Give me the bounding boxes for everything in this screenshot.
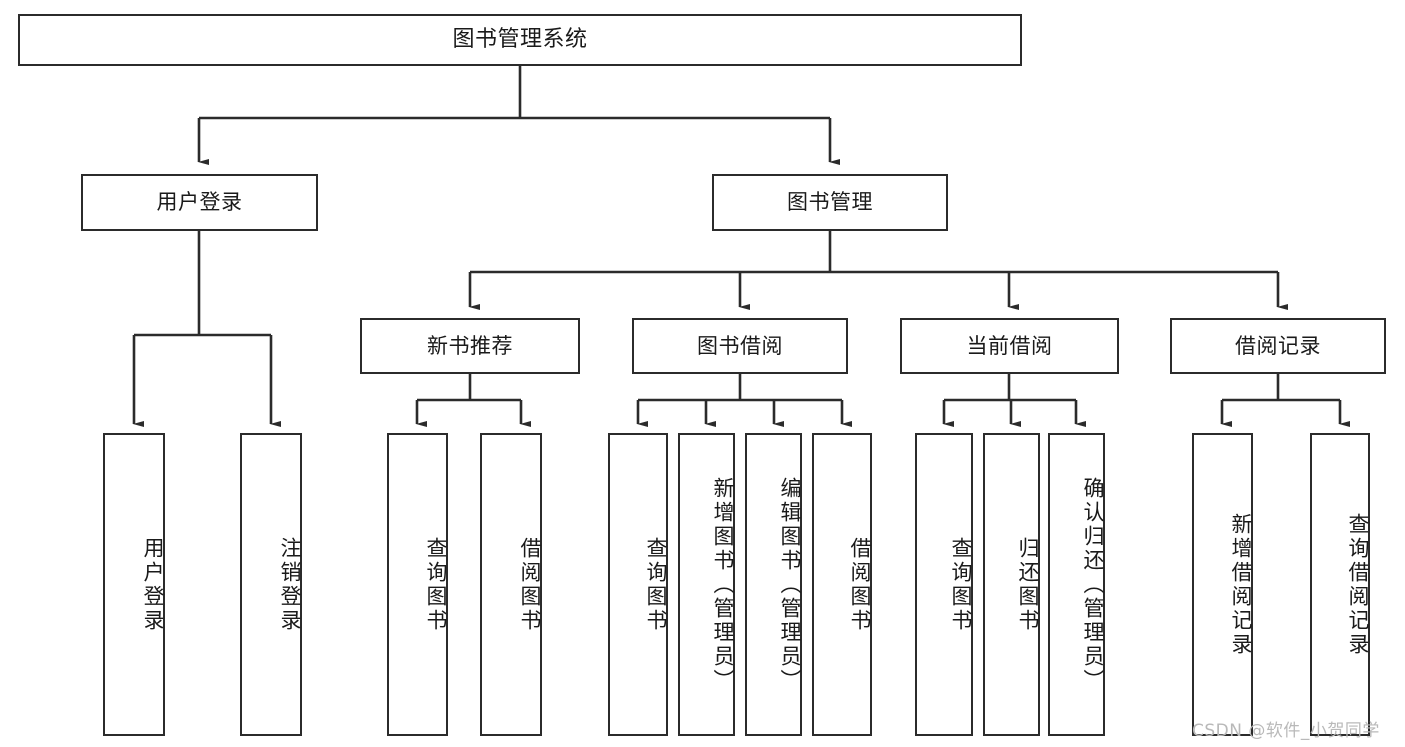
node-leaf-query-book-2-label: 查询图书 (644, 536, 668, 633)
node-root-label: 图书管理系统 (452, 27, 588, 53)
node-leaf-query-book-3[interactable]: 查询图书 (915, 433, 973, 736)
node-book-borrow-label: 图书借阅 (697, 333, 783, 358)
node-book-management-label: 图书管理 (787, 190, 873, 215)
node-leaf-borrow-book-2-label: 借阅图书 (848, 536, 872, 633)
node-leaf-add-record-label: 新增借阅记录 (1229, 512, 1253, 657)
node-root[interactable]: 图书管理系统 (18, 14, 1022, 66)
node-leaf-user-login-label: 用户登录 (141, 536, 165, 633)
node-new-book-recommend[interactable]: 新书推荐 (360, 318, 580, 374)
node-leaf-logout-label: 注销登录 (278, 536, 302, 633)
node-leaf-query-book-1[interactable]: 查询图书 (387, 433, 448, 736)
node-leaf-edit-book-label: 编辑图书（管理员） (778, 476, 802, 693)
node-book-management[interactable]: 图书管理 (712, 174, 948, 231)
node-leaf-confirm-return[interactable]: 确认归还（管理员） (1048, 433, 1105, 736)
node-leaf-logout[interactable]: 注销登录 (240, 433, 302, 736)
node-leaf-confirm-return-label: 确认归还（管理员） (1081, 476, 1105, 693)
node-borrow-record[interactable]: 借阅记录 (1170, 318, 1386, 374)
node-leaf-borrow-book-2[interactable]: 借阅图书 (812, 433, 872, 736)
node-leaf-query-book-1-label: 查询图书 (424, 536, 448, 633)
node-leaf-add-record[interactable]: 新增借阅记录 (1192, 433, 1253, 736)
node-book-borrow[interactable]: 图书借阅 (632, 318, 848, 374)
node-user-login-label: 用户登录 (156, 190, 243, 215)
node-current-borrow[interactable]: 当前借阅 (900, 318, 1119, 374)
watermark: CSDN @软件_小贺同学 (1192, 721, 1380, 741)
node-leaf-user-login[interactable]: 用户登录 (103, 433, 165, 736)
node-current-borrow-label: 当前借阅 (966, 333, 1053, 358)
node-leaf-query-record-label: 查询借阅记录 (1346, 512, 1370, 657)
node-new-book-recommend-label: 新书推荐 (427, 333, 513, 358)
node-leaf-borrow-book-1-label: 借阅图书 (518, 536, 542, 633)
node-leaf-return-book[interactable]: 归还图书 (983, 433, 1040, 736)
node-leaf-query-book-2[interactable]: 查询图书 (608, 433, 668, 736)
node-leaf-query-record[interactable]: 查询借阅记录 (1310, 433, 1370, 736)
node-leaf-borrow-book-1[interactable]: 借阅图书 (480, 433, 542, 736)
node-leaf-query-book-3-label: 查询图书 (949, 536, 973, 633)
node-leaf-return-book-label: 归还图书 (1016, 536, 1040, 633)
node-leaf-add-book[interactable]: 新增图书（管理员） (678, 433, 735, 736)
node-leaf-add-book-label: 新增图书（管理员） (711, 476, 735, 693)
node-borrow-record-label: 借阅记录 (1235, 333, 1321, 358)
node-leaf-edit-book[interactable]: 编辑图书（管理员） (745, 433, 802, 736)
node-user-login[interactable]: 用户登录 (81, 174, 318, 231)
